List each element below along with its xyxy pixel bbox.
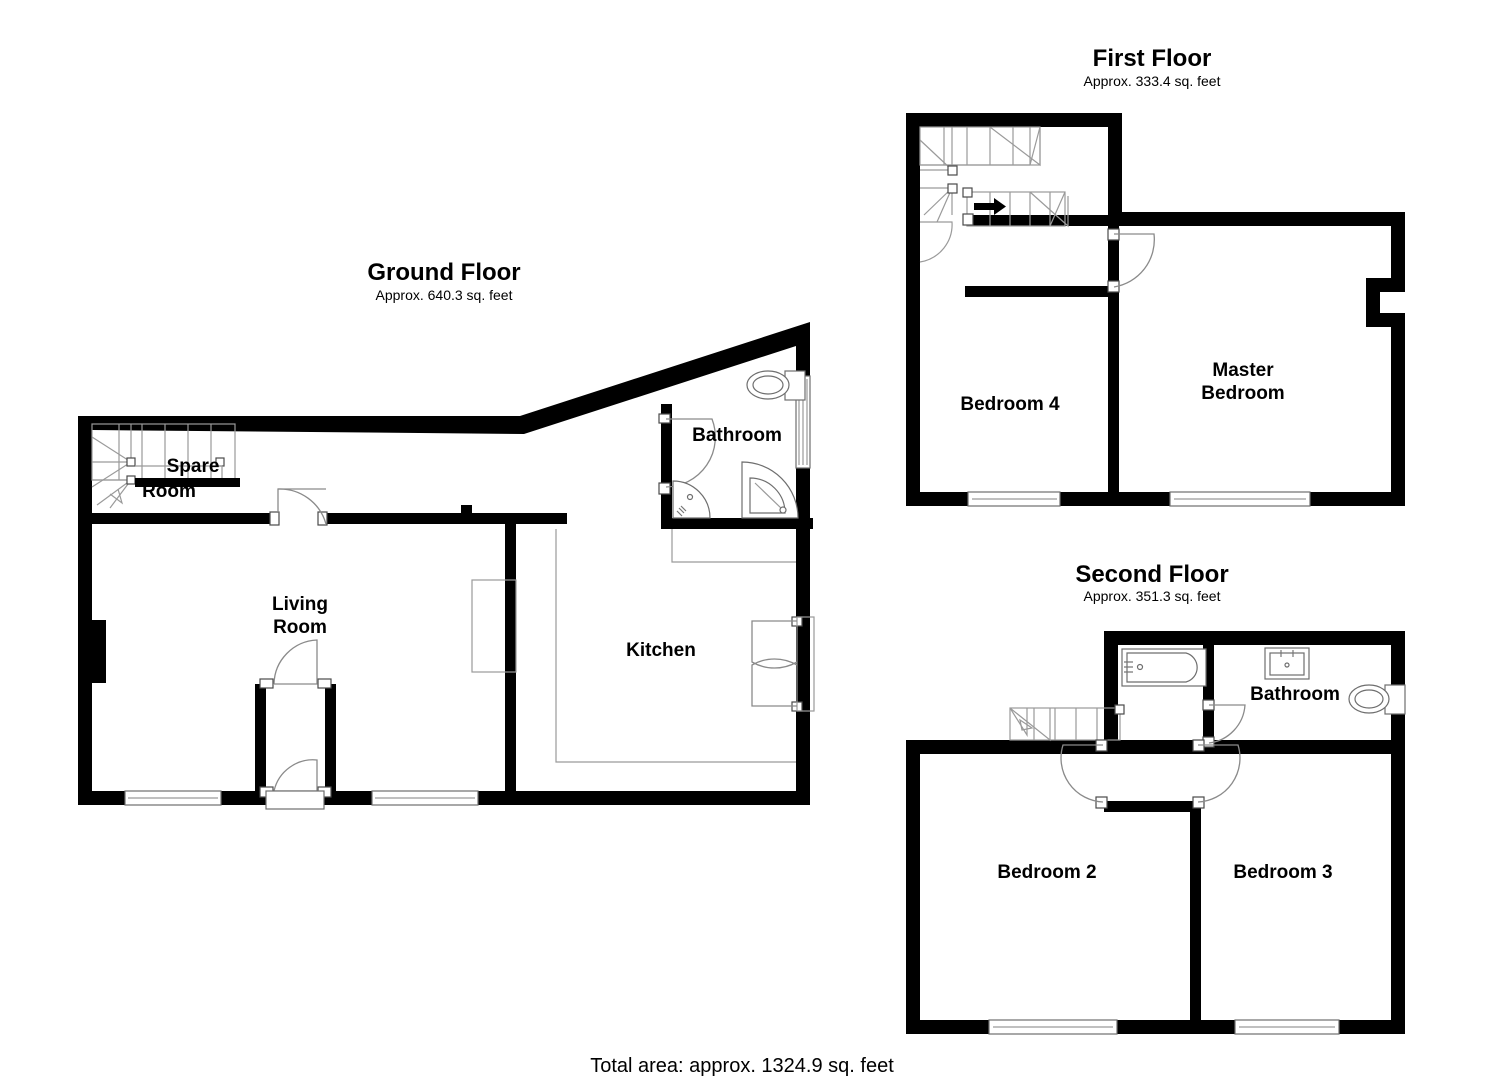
ground-floor-fixtures	[471, 370, 806, 763]
ground-floor-doors	[259, 413, 815, 810]
sink-icon	[1264, 647, 1310, 680]
second-floor-group: Second Floor Approx. 351.3 sq. feet	[906, 561, 1406, 1035]
first-floor-windows	[967, 491, 1311, 507]
second-floor-walls	[906, 631, 1405, 1034]
room-label-bathroom-2: Bathroom	[1250, 684, 1340, 705]
room-label-living-2: Room	[273, 617, 327, 638]
first-floor-title: First Floor	[1093, 45, 1212, 72]
ground-floor-area: Approx. 640.3 sq. feet	[376, 287, 513, 303]
second-floor-fixtures	[1121, 647, 1406, 715]
room-label-spare-1: Spare	[167, 456, 220, 477]
toilet-icon	[746, 370, 806, 401]
first-floor-walls	[906, 113, 1405, 506]
ground-floor-windows	[124, 375, 811, 806]
second-floor-staircase	[1009, 704, 1125, 742]
ground-floor-walls	[78, 322, 810, 805]
room-label-kitchen: Kitchen	[626, 640, 696, 661]
room-label-spare-2: Room	[142, 481, 196, 502]
kitchen-counter-2	[671, 529, 796, 563]
shower-icon	[741, 461, 799, 519]
room-label-master-2: Bedroom	[1201, 383, 1284, 404]
second-floor-area: Approx. 351.3 sq. feet	[1084, 588, 1221, 604]
bathtub-icon	[1121, 648, 1207, 687]
ground-floor-group: Ground Floor Approx. 640.3 sq. feet	[78, 259, 815, 810]
second-floor-doors	[1060, 699, 1246, 809]
stairs-up-arrow-icon	[974, 198, 1006, 215]
first-floor-group: First Floor Approx. 333.4 sq. feet	[906, 45, 1405, 507]
second-floor-windows	[988, 1019, 1340, 1035]
room-label-living-1: Living	[272, 594, 328, 615]
room-label-bedroom-4: Bedroom 4	[960, 394, 1060, 415]
room-label-bedroom-2: Bedroom 2	[997, 862, 1096, 883]
room-label-bathroom-g: Bathroom	[692, 425, 782, 446]
room-label-master-1: Master	[1212, 360, 1274, 381]
second-floor-title: Second Floor	[1075, 561, 1228, 588]
total-area-label: Total area: approx. 1324.9 sq. feet	[590, 1055, 894, 1077]
first-floor-interior-walls	[965, 215, 1119, 492]
ground-floor-staircase	[91, 423, 240, 509]
ground-floor-title: Ground Floor	[367, 259, 520, 286]
first-floor-staircase	[919, 126, 1069, 263]
living-room-alcove	[471, 579, 517, 673]
room-label-bedroom-3: Bedroom 3	[1233, 862, 1332, 883]
first-floor-doors	[1107, 228, 1155, 293]
first-floor-area: Approx. 333.4 sq. feet	[1084, 73, 1221, 89]
kitchen-counter	[555, 529, 796, 763]
toilet-icon-2	[1348, 684, 1406, 715]
basin-icon	[672, 480, 711, 519]
